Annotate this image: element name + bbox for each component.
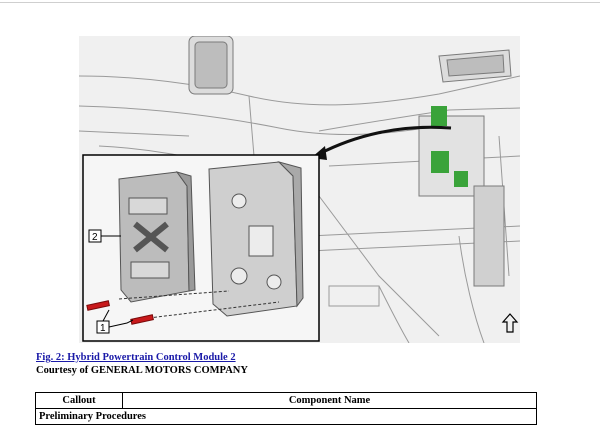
callout-column-header: Callout [35, 392, 123, 409]
callout-1-label: 1 [100, 323, 106, 334]
dashboard-lineart [79, 75, 520, 343]
section-row-preliminary: Preliminary Procedures [35, 408, 537, 425]
callout-table: Callout Component Name Preliminary Proce… [35, 392, 537, 425]
location-arrow [318, 125, 452, 156]
inset-detail: 2 1 [82, 154, 320, 342]
hpcm2-module [118, 171, 196, 303]
callout-2: 2 [88, 229, 121, 243]
mounting-bracket [208, 161, 304, 317]
forward-arrow-icon [501, 313, 519, 333]
callout-2-label: 2 [92, 232, 98, 243]
table-header-row: Callout Component Name [35, 392, 537, 409]
side-vent [438, 49, 512, 83]
figure-caption-link[interactable]: Fig. 2: Hybrid Powertrain Control Module… [36, 352, 236, 363]
figure-credit: Courtesy of GENERAL MOTORS COMPANY [36, 365, 248, 376]
module-location [418, 106, 505, 287]
center-vent [188, 36, 234, 95]
table-row: Preliminary Procedures [35, 408, 537, 425]
install-dashed-lines [118, 290, 280, 319]
bolt-icon [86, 300, 154, 325]
component-name-column-header: Component Name [122, 392, 537, 409]
hpcm2-illustration: 2 1 [79, 36, 520, 343]
callout-1: 1 [96, 309, 134, 334]
top-rule [0, 2, 600, 3]
